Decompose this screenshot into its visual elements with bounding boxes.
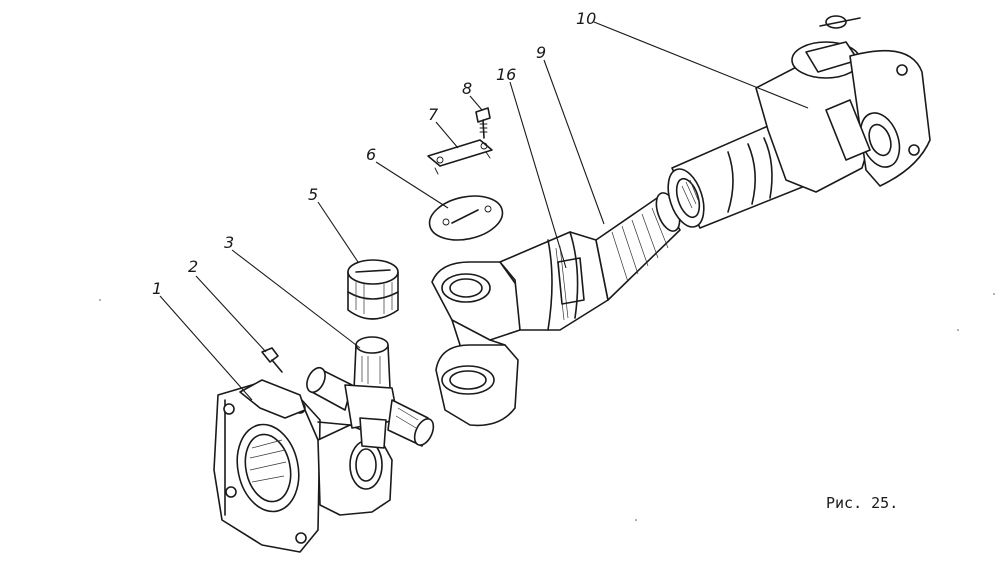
figure-caption: Рис. 25.: [826, 494, 898, 512]
lock-plate-part-7: [427, 139, 493, 175]
flange-yoke-part-1: [213, 379, 393, 553]
bearing-cover-plate-part-6: [428, 195, 504, 241]
callout-label-7: 7: [428, 105, 439, 124]
leader-lines: [159, 21, 809, 401]
callout-label-2: 2: [188, 257, 198, 276]
callout-label-9: 9: [536, 43, 546, 62]
sliding-yoke-part-16: [431, 231, 609, 427]
propeller-tube-part-10: [667, 15, 931, 229]
needle-bearing-cup-part-5: [347, 259, 399, 320]
callout-label-10: 10: [576, 9, 596, 28]
callout-label-16: 16: [496, 65, 516, 84]
splined-shaft-part-9: [595, 192, 681, 301]
callout-label-1: 1: [152, 279, 162, 298]
callout-label-8: 8: [462, 79, 472, 98]
scan-specks: [99, 293, 995, 521]
spider-cross-part-3: [306, 336, 435, 449]
callout-label-5: 5: [308, 185, 318, 204]
callout-labels: 1 2 3 5 6 7 8 16 9 10: [152, 9, 596, 298]
bolt-part-8: [475, 107, 491, 139]
callout-label-6: 6: [366, 145, 376, 164]
callout-label-3: 3: [224, 233, 234, 252]
